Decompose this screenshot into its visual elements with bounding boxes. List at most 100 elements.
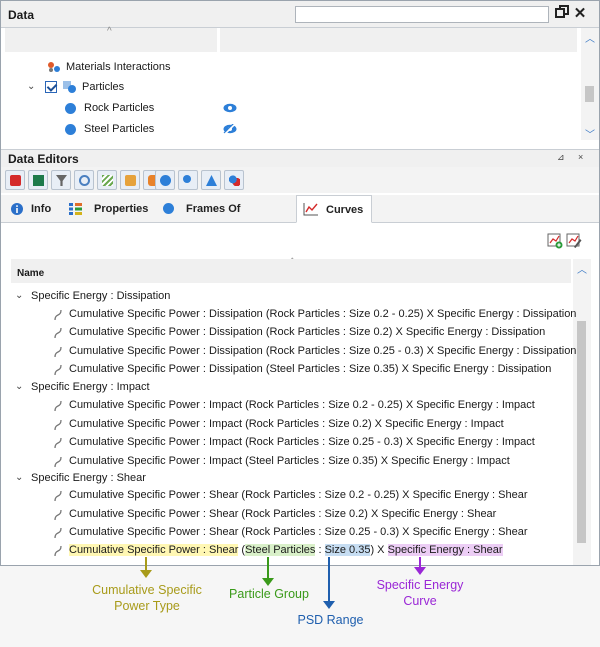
curve-item-label: Cumulative Specific Power : Shear (Rock …: [69, 526, 528, 538]
curve-item-label: Cumulative Specific Power : Impact (Rock…: [69, 436, 535, 448]
chevron-down-icon[interactable]: ⌄: [15, 290, 24, 301]
curve-item-label: Cumulative Specific Power : Impact (Rock…: [69, 399, 535, 411]
tree-column-header-1[interactable]: ^: [5, 26, 218, 52]
type-arrow-head: [140, 570, 152, 578]
tree-item-rock-particles[interactable]: Rock Particles: [65, 98, 245, 118]
tree-item-particles[interactable]: ⌄ Particles: [27, 77, 287, 97]
properties-icon: [69, 203, 82, 215]
info-icon: [11, 203, 23, 215]
cone-tool-button[interactable]: [201, 170, 221, 190]
annotation-energy-curve: Specific Energy Curve: [376, 578, 464, 608]
psd-arrow-head: [323, 601, 335, 609]
data-editors-header: Data Editors ⊿ ×: [1, 149, 599, 167]
particle-link-tool-button[interactable]: [178, 170, 198, 190]
scroll-up-icon[interactable]: ︿: [577, 265, 587, 276]
tree-item-label: Steel Particles: [84, 123, 155, 135]
group-label: Specific Energy : Shear: [31, 472, 146, 484]
tab-info[interactable]: Info: [7, 195, 61, 223]
curve-item-label: Cumulative Specific Power : Impact (Rock…: [69, 418, 504, 430]
chevron-down-icon[interactable]: ⌄: [15, 472, 24, 483]
annotation-particle-group: Particle Group: [229, 587, 309, 601]
curve-item-label: Cumulative Specific Power : Impact (Stee…: [69, 455, 510, 467]
particles-icon: [63, 81, 76, 93]
curves-panel: ^ Name ︿ ⌄ Specific Energy : Dissipation…: [1, 223, 599, 565]
group-label: Specific Energy : Dissipation: [31, 290, 171, 302]
data-panel-title: Data: [8, 8, 35, 22]
power-type-highlight: Cumulative Specific Power : Shear: [69, 544, 239, 556]
separator: :: [315, 544, 325, 556]
filter-tool-button[interactable]: [51, 170, 71, 190]
curve-icon: [54, 545, 62, 557]
curve-icon: [54, 309, 62, 321]
close-panel-icon[interactable]: ×: [578, 152, 584, 162]
curve-icon: [54, 364, 62, 376]
particle-dot-icon: [65, 124, 76, 135]
psd-range-highlight: Size 0.35: [324, 544, 371, 556]
curve-item-label: Cumulative Specific Power : Dissipation …: [69, 308, 577, 320]
curve-icon: [54, 490, 62, 502]
curves-scrollbar[interactable]: ︿: [573, 259, 591, 565]
tree-item-materials-interactions[interactable]: Materials Interactions: [47, 57, 287, 77]
tab-properties[interactable]: Properties: [63, 195, 155, 223]
tab-label: Info: [31, 203, 52, 215]
editors-toolbar: [1, 167, 599, 193]
geometry-tool-button[interactable]: [5, 170, 25, 190]
streamlines-tool-button[interactable]: [97, 170, 117, 190]
scroll-down-icon[interactable]: ﹀: [585, 130, 595, 141]
layers-tool-button[interactable]: [120, 170, 140, 190]
curve-item-label: Cumulative Specific Power : Dissipation …: [69, 363, 552, 375]
column-header-name[interactable]: Name: [11, 259, 571, 283]
data-tree: ^ Materials Interactions ⌄ Particles Roc…: [1, 26, 599, 141]
tree-item-label: Particles: [82, 81, 125, 93]
eye-visible-icon[interactable]: [223, 103, 237, 113]
curve-icon: [54, 419, 62, 431]
add-particle-tool-button[interactable]: [155, 170, 175, 190]
curve-icon: [54, 437, 62, 449]
restore-window-icon[interactable]: [554, 5, 570, 23]
scroll-up-icon[interactable]: ︿: [585, 34, 595, 45]
separator: ) X: [370, 544, 388, 556]
curve-icon: [54, 400, 62, 412]
pairs-tool-button[interactable]: [224, 170, 244, 190]
editor-tabs: Info Properties Frames Of Reference Curv…: [1, 195, 599, 243]
eye-hidden-icon[interactable]: [223, 124, 237, 134]
add-curve-icon[interactable]: [547, 233, 563, 249]
application-window: Data ✕ ^ Materials Interactions ⌄ Partic…: [0, 0, 600, 566]
tree-column-header-2[interactable]: [220, 28, 578, 52]
data-editors-title: Data Editors: [8, 152, 79, 166]
surface-tool-button[interactable]: [28, 170, 48, 190]
tab-label: Properties: [94, 203, 149, 215]
energy-curve-highlight: Specific Energy : Shear: [387, 544, 503, 556]
chevron-down-icon[interactable]: ⌄: [15, 381, 24, 392]
annotation-power-type: Cumulative Specific Power Type: [92, 583, 202, 613]
close-icon[interactable]: ✕: [573, 5, 587, 22]
curves-icon: [303, 203, 318, 216]
curve-icon: [54, 327, 62, 339]
query-tool-button[interactable]: [74, 170, 94, 190]
curve-icon: [54, 456, 62, 468]
tree-item-label: Materials Interactions: [66, 61, 171, 73]
curve-item-label: Cumulative Specific Power : Dissipation …: [69, 345, 577, 357]
data-panel-header: Data ✕: [1, 1, 599, 28]
curve-item-label: Cumulative Specific Power : Shear (Rock …: [69, 508, 497, 520]
pin-icon[interactable]: ⊿: [557, 152, 565, 162]
particles-checkbox[interactable]: [45, 81, 57, 93]
tree-item-steel-particles[interactable]: Steel Particles: [65, 119, 245, 139]
tab-label: Curves: [326, 204, 364, 216]
scroll-thumb[interactable]: [577, 321, 586, 543]
frames-icon: [163, 203, 174, 214]
separator: (: [238, 544, 246, 556]
curve-item-label: Cumulative Specific Power : Dissipation …: [69, 326, 546, 338]
data-tree-scrollbar[interactable]: ︿ ﹀: [581, 28, 599, 141]
scroll-thumb[interactable]: [585, 86, 594, 102]
chevron-down-icon[interactable]: ⌄: [27, 81, 36, 92]
edit-curve-icon[interactable]: [566, 233, 582, 249]
tab-curves[interactable]: Curves: [296, 195, 372, 223]
particle-group-highlight: Steel Particles: [245, 544, 316, 556]
data-search-input[interactable]: [295, 6, 549, 23]
group-arrow-head: [262, 578, 274, 586]
materials-interactions-icon: [48, 62, 60, 72]
tree-item-label: Rock Particles: [84, 102, 155, 114]
annotation-psd-range: PSD Range: [297, 613, 364, 627]
